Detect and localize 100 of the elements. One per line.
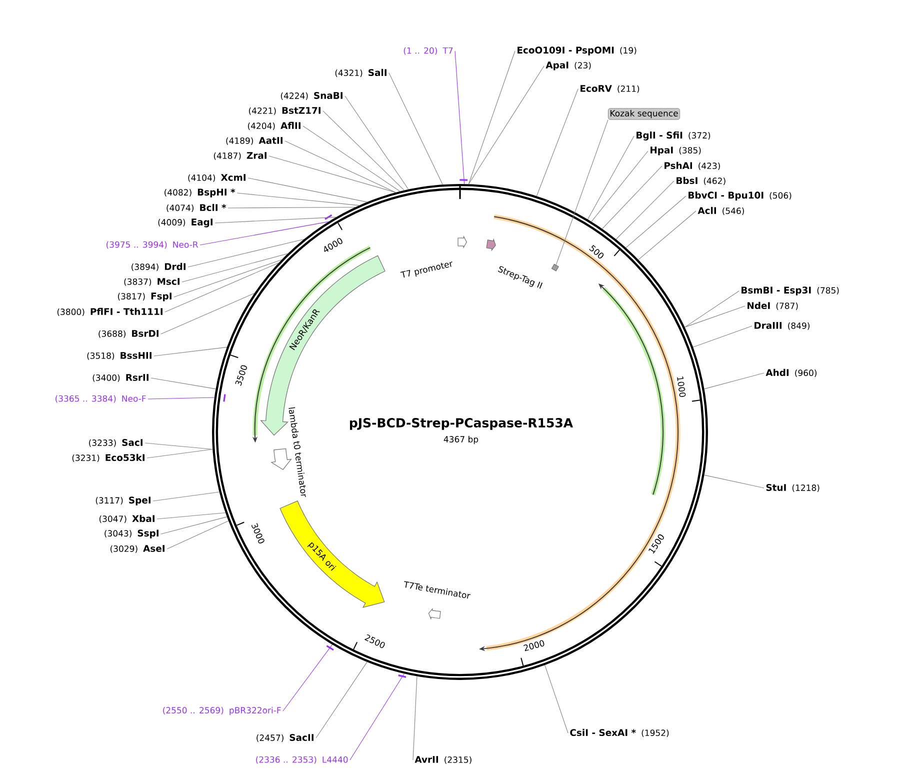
restriction-site-label: DraIII (849) bbox=[754, 322, 810, 330]
leader-line bbox=[284, 140, 396, 193]
scale-tick: 3500 bbox=[230, 354, 247, 386]
primer-label: (3365 .. 3384) Neo-F bbox=[56, 395, 146, 403]
scale-tick: 3000 bbox=[236, 522, 264, 544]
leader-line bbox=[282, 644, 333, 712]
leader-line bbox=[555, 120, 608, 268]
restriction-site-label: EcoO109I - PspOMI (19) bbox=[518, 46, 636, 56]
primer-label: (2550 .. 2569) pBR322ori-F bbox=[163, 706, 281, 716]
leader-line bbox=[154, 346, 228, 356]
restriction-site-label: (4082) BspHI * bbox=[164, 188, 236, 198]
leader-line bbox=[626, 196, 686, 248]
leader-line bbox=[156, 512, 226, 520]
leader-line bbox=[164, 262, 279, 312]
restriction-site-label: (4074) BclI * bbox=[166, 204, 226, 212]
leader-line bbox=[704, 474, 764, 488]
leader-line bbox=[302, 126, 400, 192]
restriction-site-label: (4224) SnaBI bbox=[280, 92, 342, 100]
restriction-site-label: (3518) BssHII bbox=[87, 352, 152, 360]
restriction-site-label: ApaI (23) bbox=[546, 62, 591, 70]
leader-line bbox=[160, 516, 228, 534]
leader-line bbox=[174, 259, 282, 298]
restriction-site-label: EcoRV (211) bbox=[580, 85, 640, 93]
restriction-site-label: (4204) AflII bbox=[248, 122, 300, 130]
leader-line bbox=[144, 442, 213, 450]
leader-line bbox=[166, 520, 229, 550]
restriction-site-label: (3233) SacI bbox=[89, 439, 142, 447]
restriction-site-label: PshAI (423) bbox=[664, 162, 720, 170]
restriction-site-label: (3837) MscI bbox=[124, 278, 180, 286]
restriction-site-label: BbsI (462) bbox=[676, 176, 726, 186]
restriction-site-label: (3400) RsrII bbox=[92, 374, 148, 382]
restriction-site-label: (3029) AseI bbox=[110, 545, 164, 553]
leader-line bbox=[228, 206, 356, 208]
leader-line bbox=[322, 110, 404, 191]
scale-tick: 2000 bbox=[520, 640, 544, 666]
leader-line bbox=[468, 50, 516, 184]
restriction-site-label: (4104) XcmI bbox=[188, 174, 246, 182]
leader-line bbox=[616, 180, 674, 240]
restriction-site-label: CsiI - SexAI * (1952) bbox=[570, 728, 669, 738]
restriction-site-label: (4187) ZraI bbox=[214, 152, 266, 160]
primer-label: (2336 .. 2353) L4440 bbox=[256, 756, 348, 764]
leader-line bbox=[454, 50, 465, 184]
restriction-site-label: BsmBI - Esp3I (785) bbox=[742, 286, 839, 296]
restriction-site-label: (3231) Eco53kI bbox=[72, 454, 144, 462]
leader-line bbox=[587, 136, 634, 220]
restriction-site-label: HpaI (385) bbox=[650, 146, 701, 156]
leader-line bbox=[350, 673, 404, 760]
leader-line bbox=[236, 192, 360, 206]
plasmid-length: 4367 bp bbox=[444, 436, 478, 444]
restriction-site-label: (3047) XbaI bbox=[99, 514, 154, 524]
leader-line bbox=[160, 293, 255, 334]
leader-line bbox=[182, 253, 288, 282]
scale-tick: 2500 bbox=[353, 634, 385, 650]
restriction-site-label: AhdI (960) bbox=[766, 368, 816, 378]
leader-line bbox=[692, 326, 752, 348]
restriction-site-label: (3043) SspI bbox=[104, 530, 158, 538]
leader-line bbox=[638, 210, 696, 260]
restriction-site-label: BbvCI - Bpu10I (506) bbox=[688, 192, 792, 200]
restriction-site-label: (3817) FspI bbox=[118, 292, 172, 302]
primer-label: (3975 .. 3994) Neo-R bbox=[106, 241, 198, 249]
restriction-site-label: (4321) SalI bbox=[335, 68, 386, 78]
leader-line bbox=[591, 150, 648, 222]
restriction-site-label: (3117) SpeI bbox=[96, 496, 150, 506]
restriction-site-label: (2457) SacII bbox=[256, 734, 314, 742]
leader-line bbox=[544, 664, 568, 734]
leader-line bbox=[684, 306, 746, 328]
restriction-site-label: (4189) AatII bbox=[226, 137, 282, 145]
leader-line bbox=[316, 662, 368, 738]
feature-callout: Kozak sequence bbox=[608, 108, 680, 120]
leader-line bbox=[248, 178, 368, 202]
restriction-site-label: NdeI (787) bbox=[748, 302, 798, 310]
restriction-site-label: AclI (546) bbox=[698, 206, 744, 216]
leader-line bbox=[468, 66, 544, 184]
restriction-site-label: BglI - SfiI (372) bbox=[636, 132, 710, 140]
feature-bar bbox=[551, 264, 559, 272]
scale-tick: 4000 bbox=[324, 222, 343, 252]
leader-line bbox=[152, 492, 220, 502]
leader-line bbox=[214, 216, 336, 224]
restriction-site-label: (3800) PflFI - Tth111I bbox=[57, 308, 162, 316]
leader-line bbox=[268, 156, 396, 193]
leader-line bbox=[536, 88, 578, 196]
leader-line bbox=[412, 676, 418, 760]
leader-line bbox=[200, 221, 329, 246]
leader-line bbox=[188, 238, 304, 268]
leader-line bbox=[388, 72, 443, 185]
restriction-site-label: StuI (1218) bbox=[766, 484, 820, 492]
leader-line bbox=[146, 449, 213, 458]
primer-label: (1 .. 20) T7 bbox=[404, 47, 453, 55]
restriction-site-label: (3688) BsrDI bbox=[98, 330, 158, 338]
scale-tick: 1000 bbox=[677, 376, 700, 402]
leader-line bbox=[704, 372, 764, 390]
leader-line bbox=[602, 166, 662, 230]
leader-line bbox=[344, 96, 409, 190]
restriction-site-label: (3894) DrdI bbox=[132, 262, 186, 272]
leader-line bbox=[684, 290, 740, 328]
leader-line bbox=[150, 378, 216, 390]
restriction-site-label: (4221) BstZ17I bbox=[249, 107, 320, 115]
restriction-site-label: (4009) EagI bbox=[158, 218, 212, 228]
scale-tick: 500 bbox=[589, 244, 620, 258]
leader-line bbox=[148, 397, 215, 400]
